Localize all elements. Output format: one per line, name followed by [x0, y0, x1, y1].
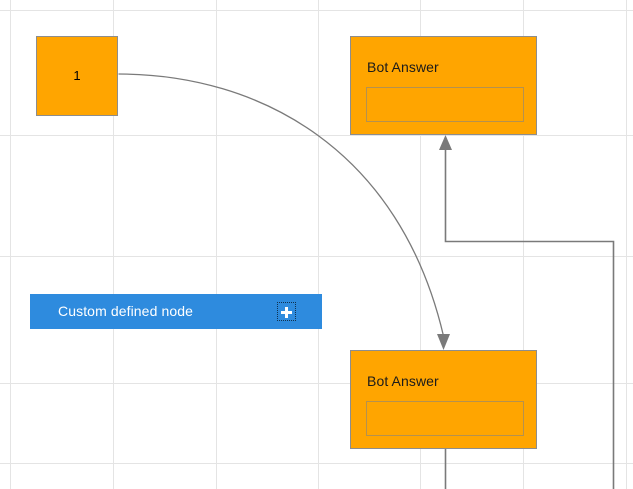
node-bot-answer-bottom[interactable]: Bot Answer	[350, 350, 537, 449]
node-title: Bot Answer	[367, 373, 439, 389]
grid-line-horizontal	[0, 135, 633, 136]
node-title: Bot Answer	[367, 59, 439, 75]
grid-line-vertical	[626, 0, 627, 489]
edge-arrowhead-up	[439, 135, 452, 150]
edge-bottom-to-top[interactable]	[439, 135, 615, 489]
grid-line-horizontal	[0, 463, 633, 464]
grid-line-vertical	[318, 0, 319, 489]
grid-line-horizontal	[0, 10, 633, 11]
edge-curve-path	[118, 73, 445, 337]
plus-icon-vertical-bar	[285, 307, 288, 318]
node-answer-slot[interactable]	[366, 401, 524, 436]
node-start-label: 1	[73, 68, 81, 83]
grid-line-vertical	[113, 0, 114, 489]
node-start[interactable]: 1	[36, 36, 118, 116]
plus-icon[interactable]	[277, 302, 296, 321]
edge-start-to-bottom[interactable]	[118, 73, 451, 350]
node-bot-answer-top[interactable]: Bot Answer	[350, 36, 537, 135]
grid-line-vertical	[216, 0, 217, 489]
custom-defined-node-label: Custom defined node	[58, 303, 193, 319]
custom-defined-node-bar[interactable]: Custom defined node	[30, 294, 322, 329]
grid-line-horizontal	[0, 256, 633, 257]
edge-orthogonal-path	[444, 150, 615, 489]
grid-line-vertical	[10, 0, 11, 489]
edge-arrowhead-down	[437, 334, 450, 350]
grid-line-horizontal	[0, 383, 633, 384]
grid-line-vertical	[523, 0, 524, 489]
node-answer-slot[interactable]	[366, 87, 524, 122]
grid-line-vertical	[420, 0, 421, 489]
